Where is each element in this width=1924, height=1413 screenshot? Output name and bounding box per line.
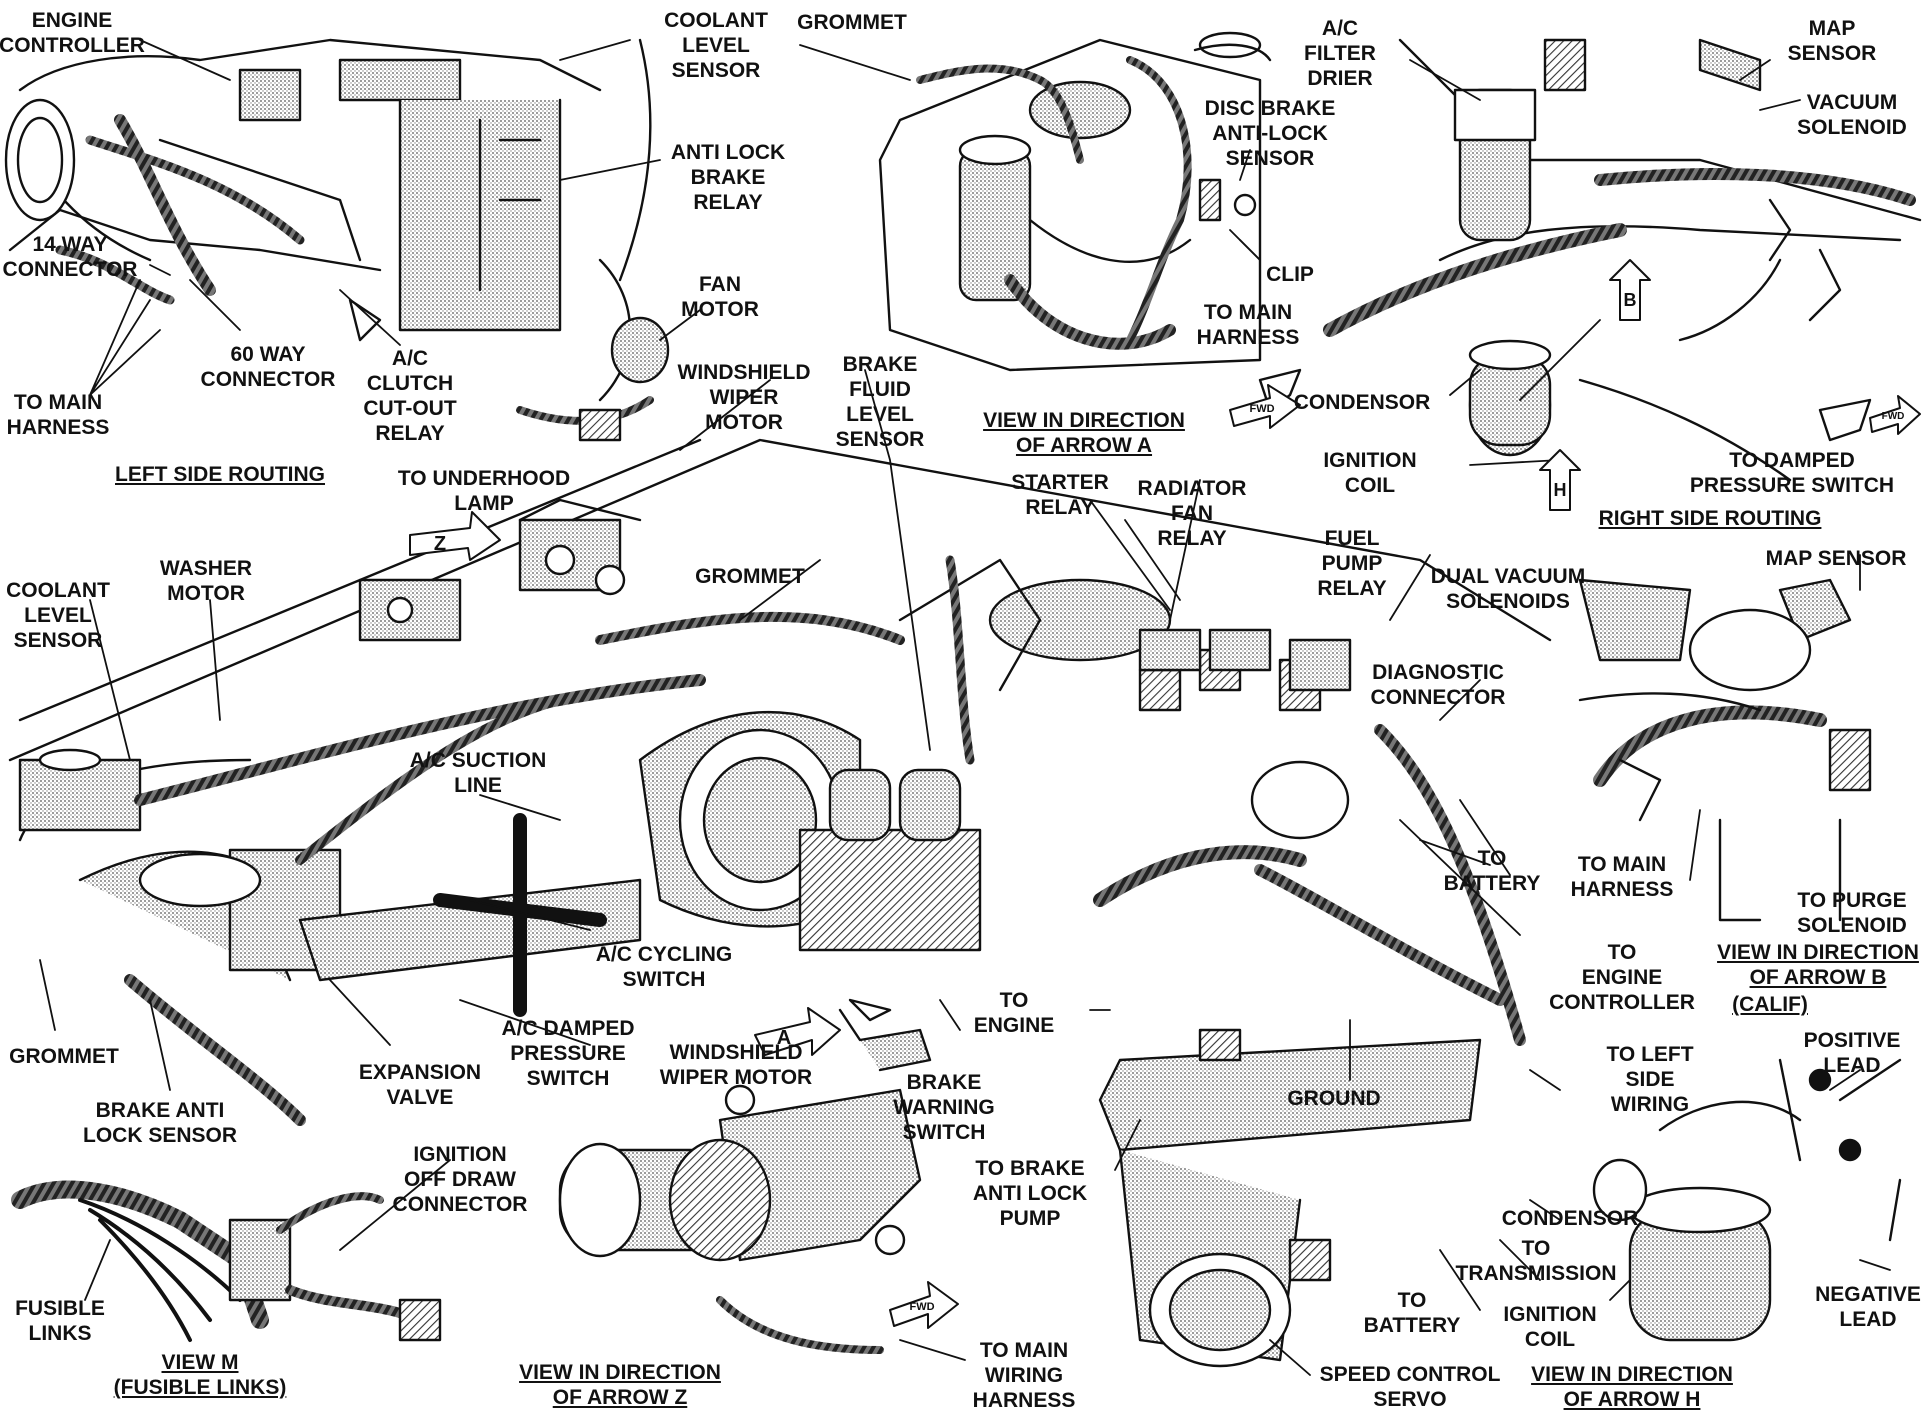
label-windshield-wiper-motor-z: WINDSHIELD WIPER MOTOR [659,1041,813,1089]
label-coolant-level-sensor-mid: COOLANT LEVEL SENSOR [6,579,110,652]
label-fuel-pump-relay: FUEL PUMP RELAY [1317,527,1387,600]
label-ac-damped-pressure-switch: A/C DAMPED PRESSURE SWITCH [501,1017,635,1090]
label-fusible-links: FUSIBLE LINKS [15,1297,105,1345]
label-left-side-routing: LEFT SIDE ROUTING [115,463,325,486]
fwd-marker-a: FWD [1249,403,1274,415]
label-view-m: VIEW M (FUSIBLE LINKS) [113,1351,287,1399]
label-right-side-routing: RIGHT SIDE ROUTING [1598,507,1822,530]
view-m-art [11,1180,442,1342]
view-arrow-b-art [1578,578,1872,922]
label-coolant-level-sensor-top: COOLANT LEVEL SENSOR [664,9,768,82]
label-to-main-harness-b: TO MAIN HARNESS [1570,853,1674,901]
label-to-main-wiring-harness: TO MAIN WIRING HARNESS [972,1339,1076,1412]
label-to-engine-controller: TO ENGINE CONTROLLER [1549,941,1695,1014]
direction-markers [409,259,1921,1329]
label-grommet-left: GROMMET [9,1045,119,1068]
label-condensor-right: CONDENSOR [1293,391,1431,414]
label-ignition-coil-right: IGNITION COIL [1323,449,1417,497]
label-expansion-valve: EXPANSION VALVE [358,1061,482,1109]
label-anti-lock-brake-relay: ANTI LOCK BRAKE RELAY [670,141,786,214]
label-clip: CLIP [1266,263,1314,286]
label-dual-vacuum-solenoids: DUAL VACUUM SOLENOIDS [1430,565,1586,613]
label-ignition-off-draw-connector: IGNITION OFF DRAW CONNECTOR [392,1143,528,1216]
label-brake-anti-lock-sensor: BRAKE ANTI LOCK SENSOR [82,1099,238,1147]
label-negative-lead: NEGATIVE LEAD [1815,1283,1921,1331]
label-to-damped-pressure-switch: TO DAMPED PRESSURE SWITCH [1689,449,1895,497]
view-arrow-z-art [558,1084,922,1354]
label-to-brake-anti-lock-pump: TO BRAKE ANTI LOCK PUMP [972,1157,1088,1230]
label-positive-lead: POSITIVE LEAD [1803,1029,1901,1077]
label-view-arrow-a: VIEW IN DIRECTION OF ARROW A [983,409,1185,457]
label-view-arrow-h: VIEW IN DIRECTION OF ARROW H [1531,1363,1733,1411]
label-to-left-side-wiring: TO LEFT SIDE WIRING [1606,1043,1694,1116]
label-to-engine: TO ENGINE [973,989,1055,1037]
label-ground: GROUND [1287,1087,1381,1110]
label-ac-cycling-switch: A/C CYCLING SWITCH [595,943,733,991]
label-condensor-h: CONDENSOR [1501,1207,1639,1230]
label-engine-controller: ENGINE CONTROLLER [0,9,145,57]
label-speed-control-servo: SPEED CONTROL SERVO [1319,1363,1501,1411]
label-vacuum-solenoid: VACUUM SOLENOID [1797,91,1907,139]
arrow-a-marker: A [777,1027,791,1049]
label-to-battery-mid: TO BATTERY [1443,847,1541,895]
label-to-underhood-lamp: TO UNDERHOOD LAMP [397,467,571,515]
arrow-b-marker: B [1624,290,1637,310]
label-view-arrow-b: VIEW IN DIRECTION OF ARROW B [1717,941,1919,989]
right-side-routing-art [1323,38,1922,482]
label-60-way-connector: 60 WAY CONNECTOR [200,343,336,391]
label-washer-motor: WASHER MOTOR [159,557,253,605]
label-brake-warning-switch: BRAKE WARNING SWITCH [893,1071,995,1144]
label-ac-suction-line: A/C SUCTION LINE [409,749,547,797]
label-grommet-top: GROMMET [797,11,907,34]
left-side-routing-art [4,38,670,442]
label-to-main-harness-left: TO MAIN HARNESS [6,391,110,439]
label-ac-clutch-cutout-relay: A/C CLUTCH CUT-OUT RELAY [363,347,457,445]
view-arrow-a-art [878,31,1302,412]
label-brake-fluid-level-sensor: BRAKE FLUID LEVEL SENSOR [835,353,925,451]
label-calif: (CALIF) [1732,993,1808,1016]
label-fan-motor: FAN MOTOR [681,273,759,321]
label-diagnostic-connector: DIAGNOSTIC CONNECTOR [1370,661,1506,709]
label-view-arrow-z: VIEW IN DIRECTION OF ARROW Z [519,1361,721,1409]
label-radiator-fan-relay: RADIATOR FAN RELAY [1137,477,1247,550]
label-to-battery-bottom: TO BATTERY [1363,1289,1461,1337]
main-engine-art [8,438,1552,1368]
label-14-way-connector: 14 WAY CONNECTOR [2,233,138,281]
label-map-sensor-top: MAP SENSOR [1787,17,1877,65]
label-to-transmission: TO TRANSMISSION [1455,1237,1617,1285]
label-to-purge-solenoid: TO PURGE SOLENOID [1797,889,1907,937]
fwd-marker-z: FWD [909,1301,934,1313]
fwd-marker-right: FWD [1882,411,1905,422]
label-grommet-mid: GROMMET [695,565,805,588]
label-to-main-harness-a: TO MAIN HARNESS [1196,301,1300,349]
label-ac-filter-drier: A/C FILTER DRIER [1304,17,1376,90]
label-disc-brake-anti-lock-sensor: DISC BRAKE ANTI-LOCK SENSOR [1204,97,1336,170]
arrow-h-marker: H [1554,480,1567,500]
leader-lines [39,39,1891,1376]
label-windshield-wiper-motor-top: WINDSHIELD WIPER MOTOR [677,361,811,434]
view-arrow-h-art [1592,1058,1902,1342]
label-map-sensor-b: MAP SENSOR [1765,547,1907,570]
arrow-z-marker: Z [434,533,446,555]
label-starter-relay: STARTER RELAY [1011,471,1109,519]
label-ignition-coil-h: IGNITION COIL [1503,1303,1597,1351]
